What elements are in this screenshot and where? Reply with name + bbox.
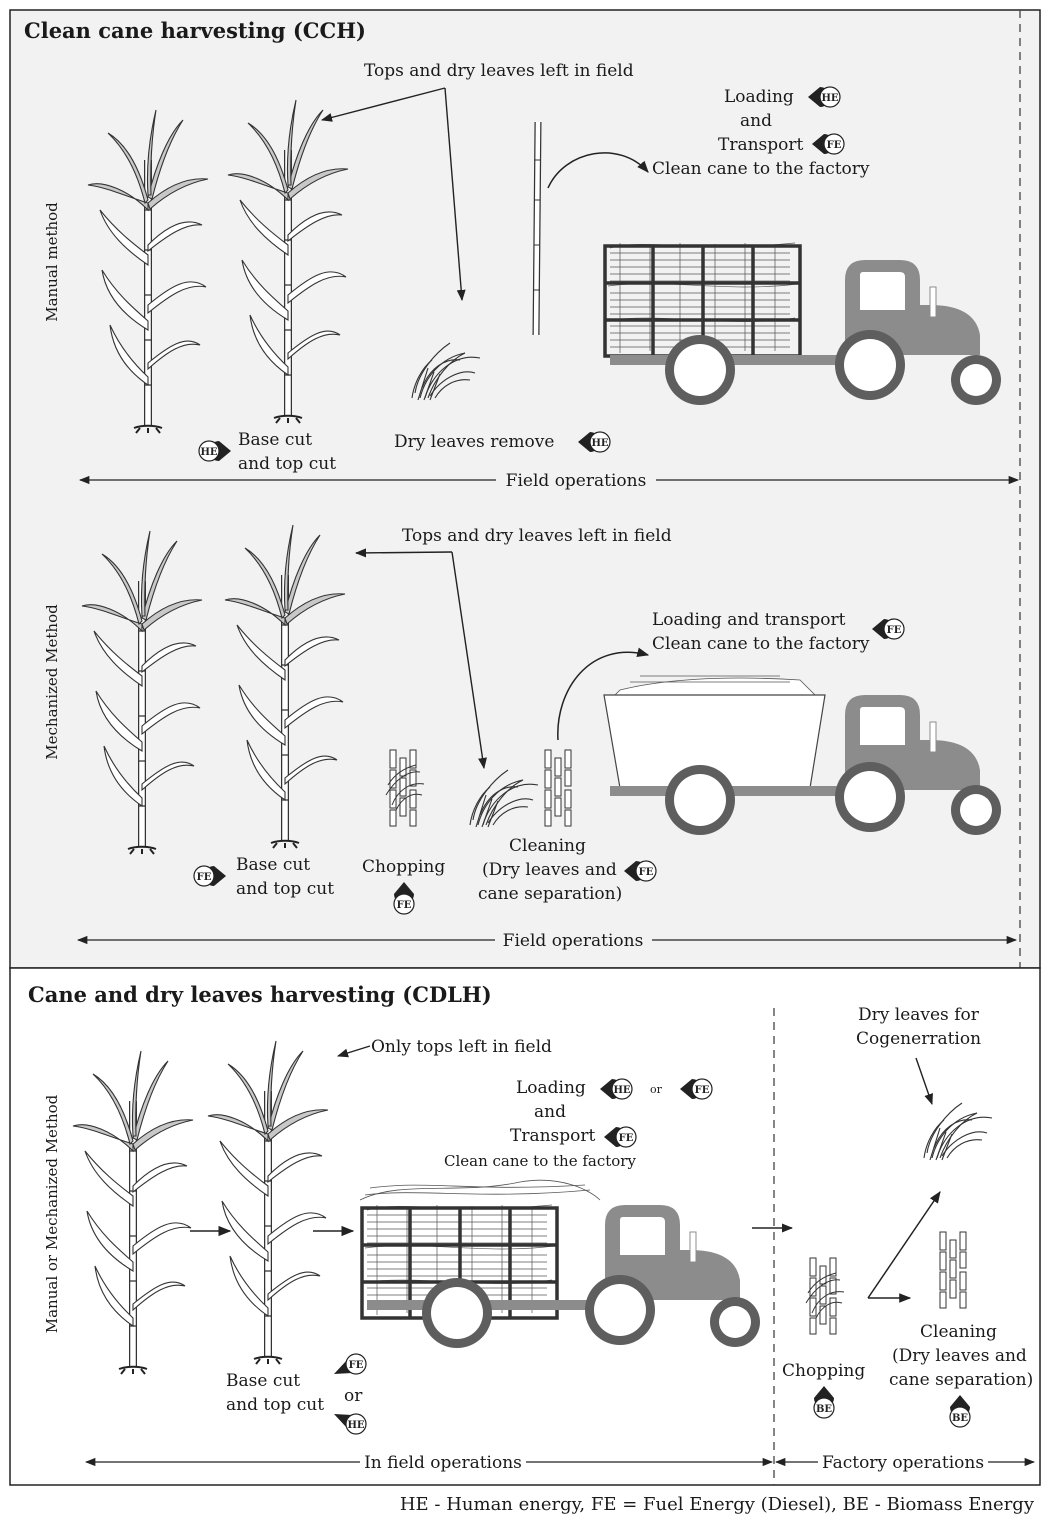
base-cut-label: Base cut: [236, 855, 310, 875]
dry-leaves-cogen-label: Dry leaves for: [858, 1005, 980, 1025]
svg-text:FE: FE: [349, 1360, 364, 1371]
svg-text:BE: BE: [952, 1413, 968, 1424]
svg-text:FE: FE: [827, 140, 842, 151]
transport-label: Transport: [510, 1126, 596, 1146]
he-badge-icon: HE: [334, 1413, 367, 1435]
cdlh-panel: Cane and dry leaves harvesting (CDLH) Ma…: [9, 967, 1041, 1486]
and-label: and: [534, 1102, 566, 1122]
energy-legend: HE - Human energy, FE = Fuel Energy (Die…: [400, 1494, 1035, 1515]
fe-badge-icon: FE: [624, 860, 657, 882]
base-cut-label: Base cut: [226, 1371, 300, 1391]
tops-left-label: Tops and dry leaves left in field: [364, 61, 634, 81]
field-operations-label: Field operations: [503, 931, 644, 951]
svg-text:FE: FE: [695, 1085, 710, 1096]
arrow: [320, 87, 446, 122]
cleaning-label: Cleaning: [509, 836, 586, 856]
cane-truck-icon: [603, 241, 1001, 405]
dry-leaves-remove-label: Dry leaves remove: [394, 432, 554, 452]
cane-truck-icon: [603, 675, 1001, 835]
dry-leaves-cogen-label: Cogenerration: [856, 1029, 981, 1049]
fe-badge-icon: FE: [193, 865, 226, 887]
field-operations-label: Field operations: [506, 471, 647, 491]
svg-text:FE: FE: [639, 867, 654, 878]
only-tops-label: Only tops left in field: [371, 1037, 552, 1057]
svg-text:FE: FE: [397, 900, 412, 911]
arrow: [444, 87, 466, 302]
svg-text:FE: FE: [619, 1133, 634, 1144]
manual-method-label: Manual method: [43, 202, 61, 322]
svg-text:FE: FE: [887, 625, 902, 636]
svg-text:HE: HE: [821, 93, 838, 104]
svg-text:BE: BE: [816, 1404, 832, 1415]
svg-text:HE: HE: [347, 1420, 364, 1431]
clean-cane-label: Clean cane to the factory: [444, 1152, 636, 1170]
manual-or-mechanized-label: Manual or Mechanized Method: [43, 1094, 61, 1333]
chopping-label: Chopping: [362, 857, 445, 877]
clean-cane-label: Clean cane to the factory: [652, 159, 870, 179]
cleaning-detail-label: cane separation): [478, 884, 622, 904]
or-label: or: [650, 1083, 663, 1096]
factory-operations-label: Factory operations: [822, 1453, 984, 1473]
arrow: [915, 1057, 933, 1106]
be-badge-icon: BE: [949, 1395, 971, 1428]
svg-text:HE: HE: [591, 438, 608, 449]
loading-label: Loading: [516, 1078, 586, 1098]
svg-text:HE: HE: [200, 447, 217, 458]
fe-badge-icon: FE: [872, 618, 905, 640]
in-field-operations-label: In field operations: [364, 1453, 522, 1473]
arrow: [354, 548, 453, 558]
cch-title: Clean cane harvesting (CCH): [24, 18, 366, 43]
transport-label: Transport: [718, 135, 804, 155]
svg-text:HE: HE: [613, 1085, 630, 1096]
chopping-label: Chopping: [782, 1361, 865, 1381]
he-badge-icon: HE: [198, 440, 231, 462]
or-label: or: [344, 1386, 363, 1406]
mechanized-method-label: Mechanized Method: [43, 604, 61, 760]
cleaning-detail-label: (Dry leaves and: [892, 1346, 1027, 1366]
cleaning-detail-label: cane separation): [889, 1370, 1033, 1390]
arrow: [867, 1191, 941, 1299]
he-badge-icon: HE: [600, 1078, 633, 1100]
fe-badge-icon: FE: [812, 133, 845, 155]
he-badge-icon: HE: [808, 86, 841, 108]
fe-badge-icon: FE: [680, 1078, 713, 1100]
loading-transport-label: Loading and transport: [652, 610, 846, 630]
top-cut-label: and top cut: [238, 454, 336, 474]
and-label: and: [740, 111, 772, 131]
top-cut-label: and top cut: [226, 1395, 324, 1415]
fe-badge-icon: FE: [604, 1126, 637, 1148]
svg-text:FE: FE: [197, 872, 212, 883]
fe-badge-icon: FE: [334, 1353, 367, 1375]
cane-truck-icon: [359, 1179, 760, 1348]
clean-cane-label: Clean cane to the factory: [652, 634, 870, 654]
clean-cane-stalk-icon: [532, 121, 542, 336]
top-cut-label: and top cut: [236, 879, 334, 899]
tops-left-label: Tops and dry leaves left in field: [402, 526, 672, 546]
arrow: [557, 647, 650, 741]
arrow: [451, 551, 487, 770]
arrow: [547, 152, 649, 189]
be-badge-icon: BE: [813, 1386, 835, 1419]
arrow: [336, 1045, 371, 1058]
he-badge-icon: HE: [578, 431, 611, 453]
fe-badge-icon: FE: [393, 882, 415, 915]
loading-label: Loading: [724, 87, 794, 107]
cleaning-label: Cleaning: [920, 1322, 997, 1342]
cch-panel: Clean cane harvesting (CCH) Manual metho…: [9, 9, 1041, 969]
base-cut-label: Base cut: [238, 430, 312, 450]
cleaning-detail-label: (Dry leaves and: [482, 860, 617, 880]
cdlh-title: Cane and dry leaves harvesting (CDLH): [28, 982, 492, 1007]
